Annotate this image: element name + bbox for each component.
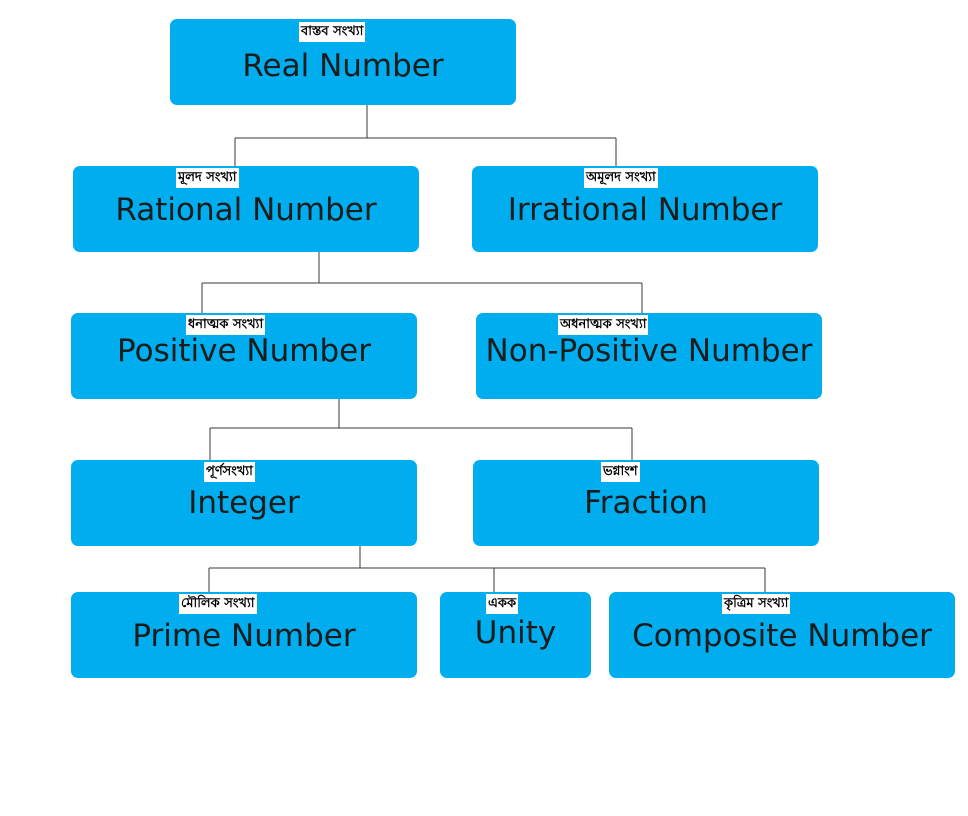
bengali-label-composite-number: কৃত্রিম সংখ্যা (722, 594, 791, 614)
node-label-unity: Unity (474, 615, 557, 651)
node-composite-number: কৃত্রিম সংখ্যা Composite Number (609, 592, 955, 678)
bengali-label-non-positive-number: অধনাত্মক সংখ্যা (558, 315, 649, 335)
node-label-irrational-number: Irrational Number (507, 192, 783, 228)
node-positive-number: ধনাত্মক সংখ্যা Positive Number (71, 313, 417, 399)
node-irrational-number: অমূলদ সংখ্যা Irrational Number (472, 166, 818, 252)
node-label-integer: Integer (188, 485, 300, 521)
node-integer: পূর্ণসংখ্যা Integer (71, 460, 417, 546)
node-label-composite-number: Composite Number (632, 618, 932, 654)
node-label-positive-number: Positive Number (117, 333, 371, 369)
bengali-label-unity: একক (486, 594, 519, 614)
node-label-fraction: Fraction (584, 485, 708, 521)
bengali-label-positive-number: ধনাত্মক সংখ্যা (186, 315, 266, 335)
node-prime-number: মৌলিক সংখ্যা Prime Number (71, 592, 417, 678)
bengali-label-rational-number: মূলদ সংখ্যা (176, 168, 239, 188)
node-rational-number: মূলদ সংখ্যা Rational Number (73, 166, 419, 252)
node-unity: একক Unity (440, 592, 591, 678)
node-fraction: ভগ্নাংশ Fraction (473, 460, 819, 546)
bengali-label-prime-number: মৌলিক সংখ্যা (179, 594, 257, 614)
node-real-number: বাস্তব সংখ্যা Real Number (170, 19, 516, 105)
node-label-non-positive-number: Non-Positive Number (485, 333, 813, 369)
node-non-positive-number: অধনাত্মক সংখ্যা Non-Positive Number (476, 313, 822, 399)
node-label-rational-number: Rational Number (115, 192, 377, 228)
bengali-label-fraction: ভগ্নাংশ (601, 462, 640, 482)
bengali-label-real-number: বাস্তব সংখ্যা (299, 22, 366, 42)
node-label-real-number: Real Number (242, 48, 444, 84)
bengali-label-integer: পূর্ণসংখ্যা (204, 462, 255, 482)
bengali-label-irrational-number: অমূলদ সংখ্যা (584, 168, 658, 188)
node-label-prime-number: Prime Number (132, 618, 356, 654)
